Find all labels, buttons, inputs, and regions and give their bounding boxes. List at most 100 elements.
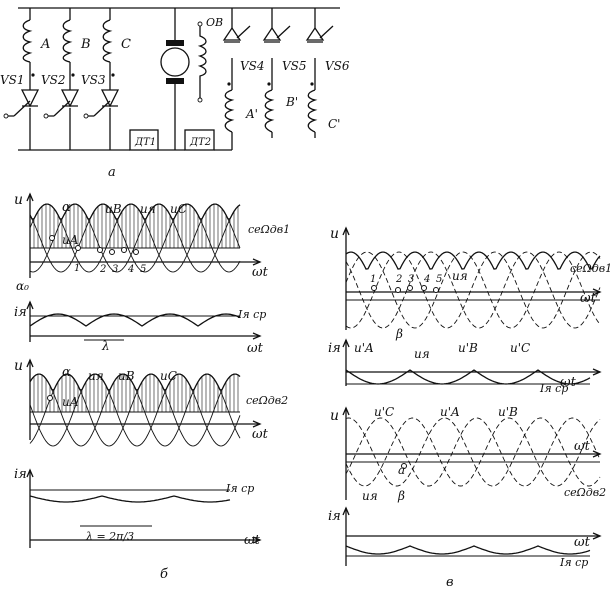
- b3-wt-label: ωt: [252, 427, 269, 442]
- v2-i-axis-label: iя: [328, 341, 341, 356]
- b1-uc-label: uC: [170, 202, 187, 216]
- b1-alpha0-label: α₀: [16, 279, 29, 293]
- b3-u-axis-label: u: [14, 358, 23, 374]
- v3-point-a: a: [398, 463, 405, 477]
- right-branches: [222, 8, 334, 150]
- b1-point-1: 1: [74, 263, 80, 274]
- phase-c-label: C: [121, 37, 131, 52]
- b1-point-2: 2: [99, 264, 106, 275]
- v1-phase-1-curve: [345, 251, 601, 329]
- v1-point-1: 1: [370, 274, 376, 285]
- b3-y-arrow-icon: [26, 358, 34, 368]
- winding-b-prime-label: B': [285, 95, 298, 109]
- b3-emf-label: ceΩдв2: [246, 394, 288, 407]
- v4-i-axis-label: iя: [328, 509, 341, 524]
- b3-phase-0-curve: [29, 373, 241, 447]
- b1-marker-0: [75, 245, 81, 251]
- b1-x-arrow-icon: [252, 258, 262, 266]
- b2-lambda-label: λ: [101, 339, 110, 353]
- v4-icp-label: Iя ср: [559, 556, 588, 569]
- b2-wt-label: ωt: [247, 341, 264, 356]
- b1-marker-2: [109, 249, 115, 255]
- caption-b: б: [160, 567, 168, 582]
- b1-marker-5: [49, 235, 55, 241]
- v4-current-curve: [345, 545, 591, 555]
- v1-x-arrow-icon: [592, 288, 602, 296]
- v3-ua-prime-label: u'A: [440, 405, 460, 419]
- b1-ub-label: uB: [105, 202, 122, 216]
- b3-marker-0: [47, 395, 53, 401]
- b4-i-axis-label: iя: [14, 467, 27, 482]
- b3-uya-label: uя: [88, 369, 104, 383]
- b1-point-5: 5: [140, 264, 146, 275]
- sensor-dt2-label: ДТ2: [189, 137, 211, 148]
- vs2-label: VS2: [41, 73, 66, 87]
- b2-i-axis-label: iя: [14, 305, 27, 320]
- v2-x-arrow-icon: [592, 368, 602, 376]
- v1-beta-label: β: [395, 327, 403, 341]
- b2-x-arrow-icon: [252, 332, 262, 340]
- b3-uc-label: uC: [160, 369, 177, 383]
- v3-wt-label: ωt: [574, 439, 591, 454]
- caption-a: а: [108, 165, 116, 180]
- vs4-label: VS4: [240, 59, 265, 73]
- v1-marker-0: [371, 285, 377, 291]
- b4-lambda-label: λ = 2π/3: [85, 530, 134, 543]
- v1-marker-4: [433, 287, 439, 293]
- v3-uya-label: uя: [362, 489, 378, 503]
- v4-x-arrow-icon: [592, 532, 602, 540]
- v4-wt-label: ωt: [574, 535, 591, 550]
- b1-y-arrow-icon: [26, 192, 34, 202]
- b1-uya-label: uя: [140, 202, 156, 216]
- v1-marker-3: [421, 285, 427, 291]
- thyristor-vs2-icon: [48, 89, 80, 117]
- v1-point-4: 4: [423, 274, 430, 285]
- sensor-dt1-label: ДТ1: [134, 137, 156, 148]
- v4-y-arrow-icon: [342, 506, 350, 516]
- thyristor-vs1-icon: [8, 89, 40, 117]
- phase-a-label: A: [40, 37, 50, 52]
- panel-v-labels: u ceΩдв1 ωt 1 2 3 4 5 uя β u'A uя u'B u'…: [328, 226, 612, 590]
- vs5-label: VS5: [282, 59, 307, 73]
- b3-x-arrow-icon: [252, 420, 262, 428]
- b1-marker-1: [97, 247, 103, 253]
- b4-wt-label: ωt: [244, 533, 261, 548]
- b4-y-arrow-icon: [26, 468, 34, 478]
- b1-alpha-label: α: [62, 200, 71, 215]
- b1-u-axis-label: u: [14, 192, 23, 208]
- v1-point-2: 2: [395, 274, 402, 285]
- v1-wt-label: ωt: [580, 291, 597, 306]
- b1-envelope-curve: [29, 203, 241, 220]
- vs3-label: VS3: [81, 73, 106, 87]
- waveform-plots: [26, 192, 602, 566]
- v3-phase-2-curve: [345, 417, 601, 487]
- b1-point-4: 4: [127, 264, 134, 275]
- b1-emf-label: ceΩдв1: [248, 223, 290, 236]
- v3-emf-label: ceΩдв2: [564, 486, 606, 499]
- v1-point-5: 5: [436, 274, 442, 285]
- b2-y-arrow-icon: [26, 300, 34, 310]
- v1-uya-label: uя: [452, 269, 468, 283]
- v2-wt-label: ωt: [560, 375, 577, 390]
- v3-y-arrow-icon: [342, 406, 350, 416]
- v3-u-axis-label: u: [330, 408, 339, 424]
- b2-icp-label: Iя ср: [237, 308, 266, 321]
- v3-uc-prime-label: u'C: [374, 405, 394, 419]
- field-winding-icon: [197, 21, 207, 103]
- v1-marker-2: [407, 285, 413, 291]
- b3-envelope-curve: [29, 373, 241, 391]
- v1-uya2-label: uя: [414, 347, 430, 361]
- v2-current-curve: [345, 369, 591, 385]
- b4-x-arrow-icon: [252, 536, 262, 544]
- phase-b-label: B: [80, 37, 91, 52]
- v1-phase-0-curve: [345, 251, 601, 329]
- v3-phase-1-curve: [345, 417, 601, 487]
- v3-beta-label: β: [397, 489, 405, 503]
- v1-point-3: 3: [408, 274, 414, 285]
- v2-y-arrow-icon: [342, 338, 350, 348]
- v1-uc-prime-label: u'C: [510, 341, 530, 355]
- vs1-label: VS1: [0, 73, 25, 87]
- v1-neg-envelope-curve: [345, 251, 601, 270]
- b1-phase-2-curve: [29, 203, 241, 273]
